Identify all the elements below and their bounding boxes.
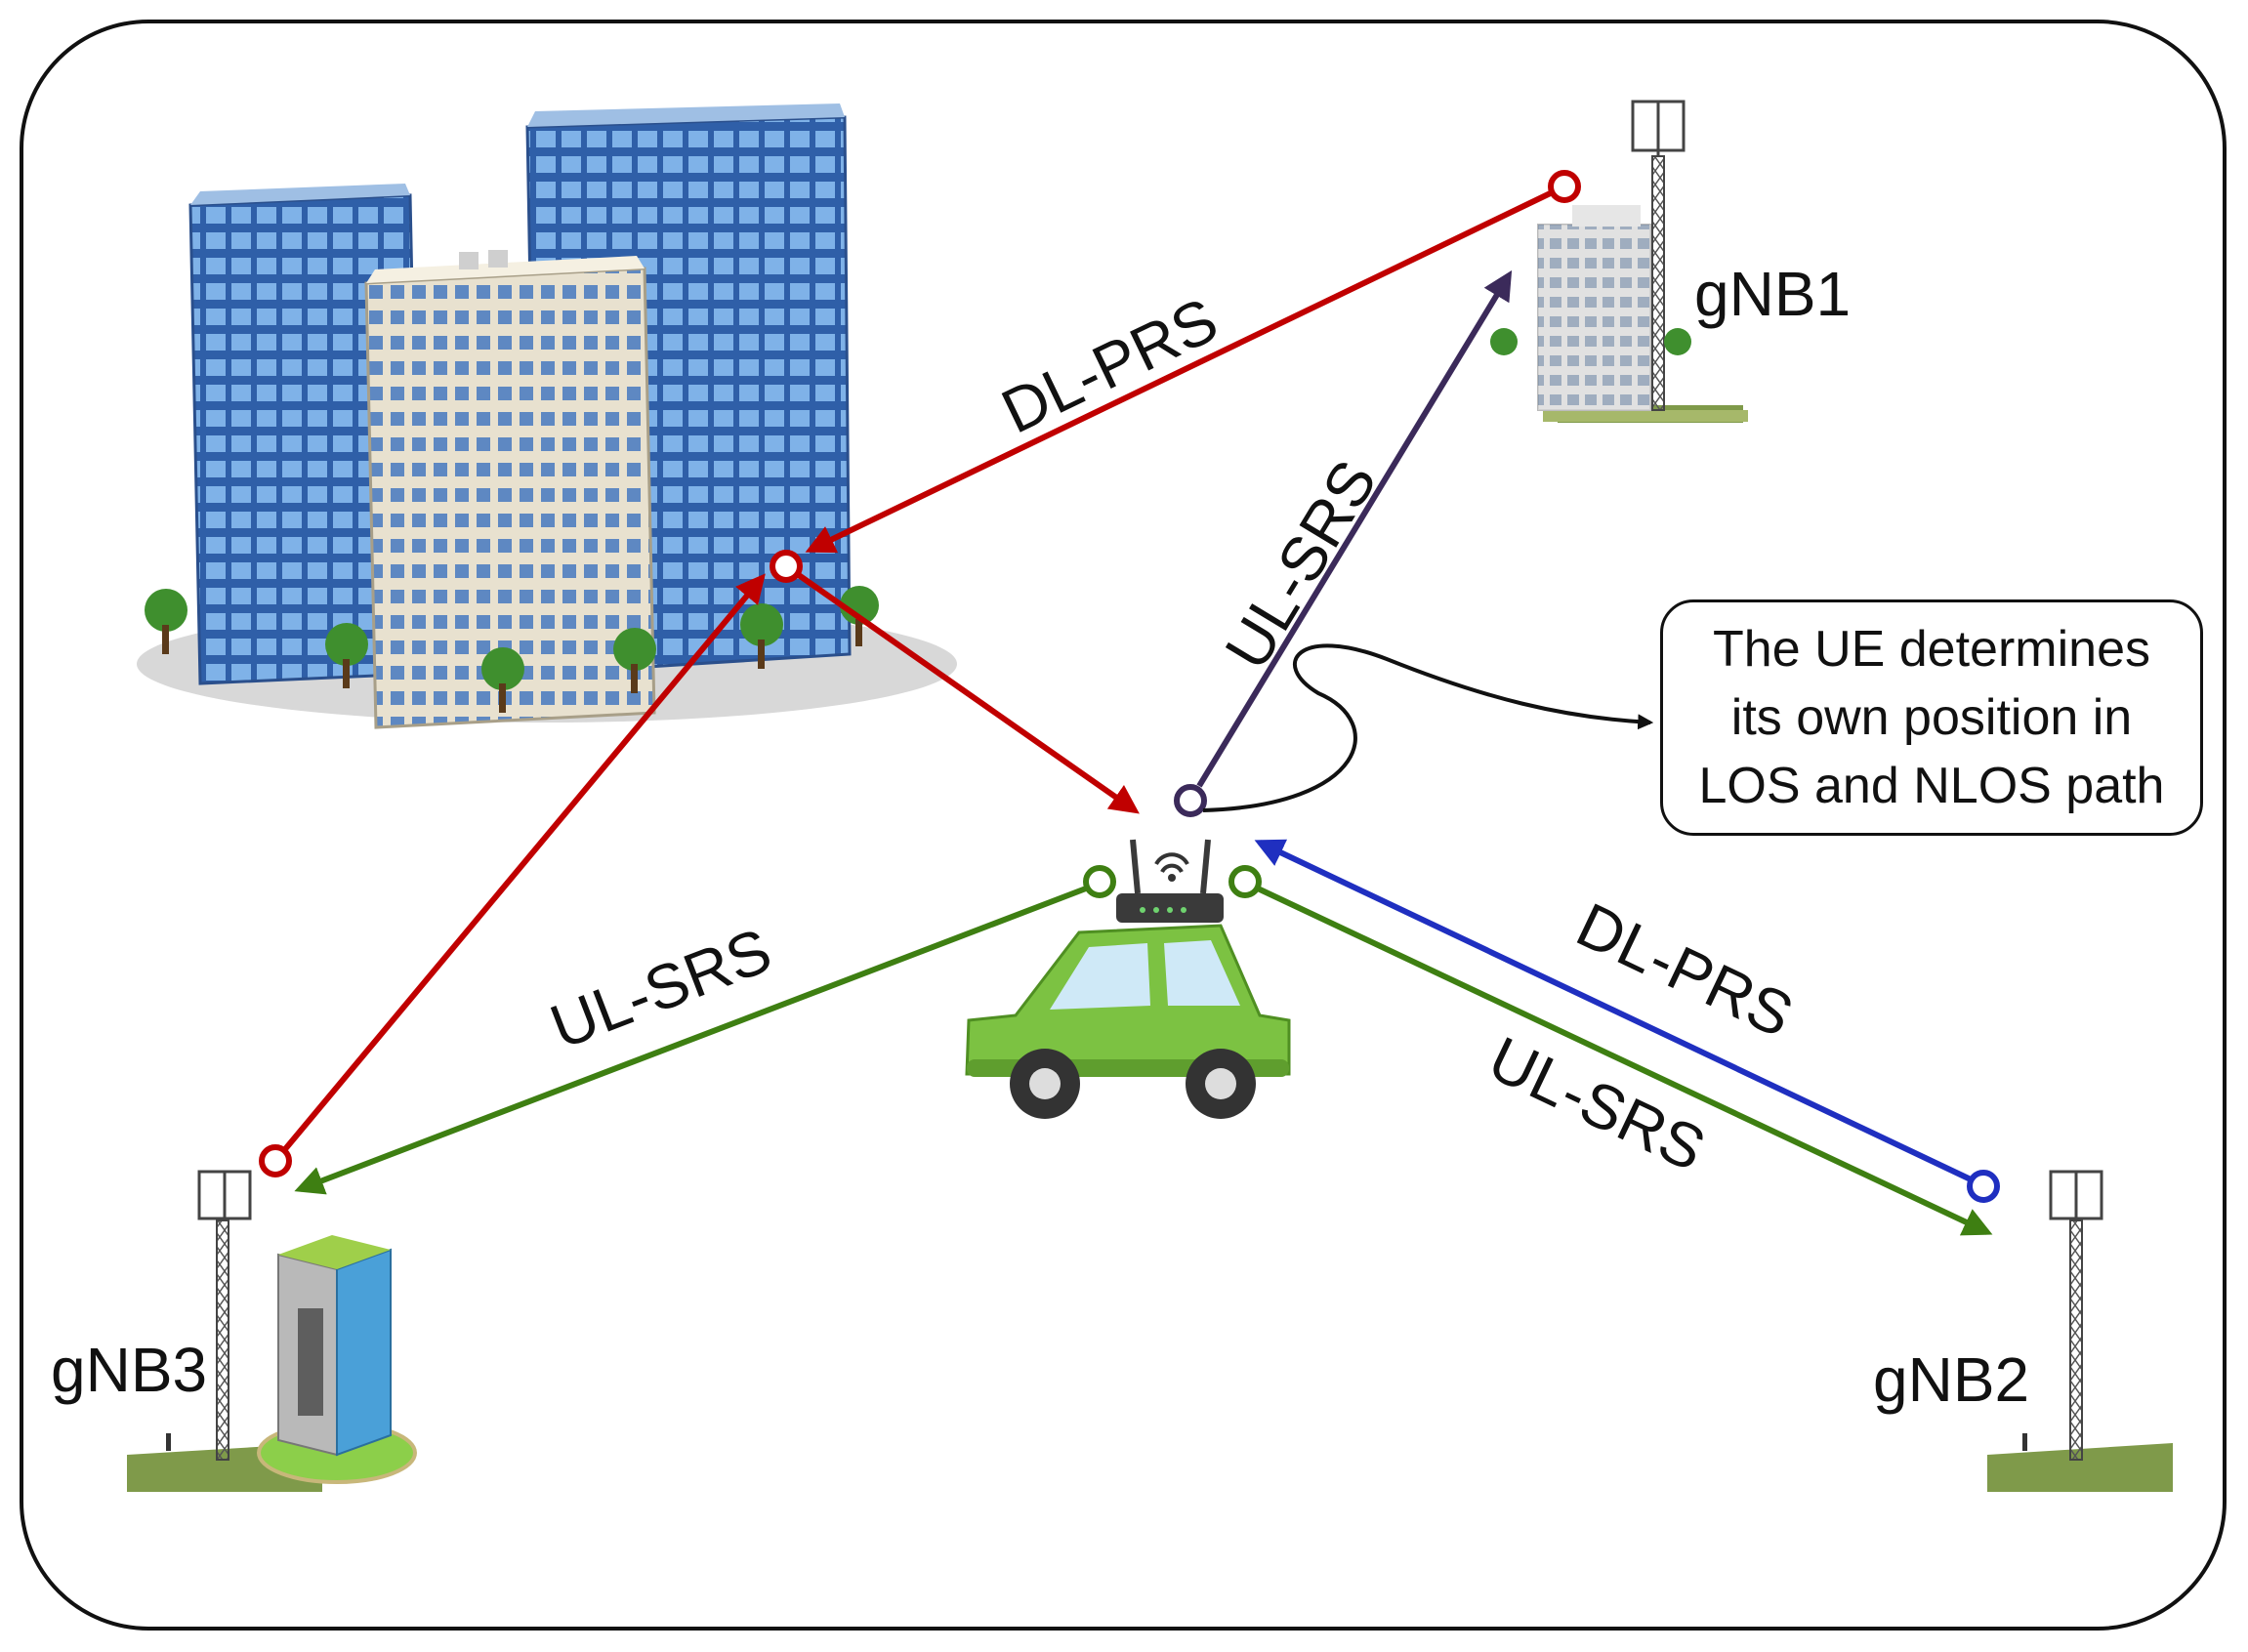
city-buildings-icon	[137, 103, 957, 729]
dl-prs-gnb3-arrow	[272, 573, 766, 1163]
ue-endpoint-purple	[1174, 784, 1207, 817]
gnb2-endpoint	[1967, 1170, 2000, 1203]
dl-prs-gnb2-arrow	[1254, 839, 1973, 1182]
ue-car-icon	[965, 839, 1291, 1119]
note-line-3: LOS and NLOS path	[1698, 758, 2165, 814]
note-line-2: its own position in	[1730, 689, 2133, 746]
ul-srs-gnb2-arrow	[1256, 886, 1993, 1236]
note-pointer-arrow	[1202, 643, 1654, 812]
note-line-1: The UE determines	[1713, 621, 2150, 678]
gnb1-label: gNB1	[1694, 259, 1851, 329]
gnb3-tower-icon	[127, 1170, 417, 1492]
ue-endpoint-green-left	[1083, 865, 1116, 898]
gnb2-tower-icon	[1987, 1170, 2173, 1492]
ue-endpoint-green-right	[1228, 865, 1262, 898]
gnb1-tower-icon	[1490, 100, 1748, 423]
ue-note-box: The UE determines its own position in LO…	[1660, 599, 2203, 836]
dl-prs-gnb1-arrow	[805, 184, 1566, 554]
gnb3-label: gNB3	[51, 1335, 207, 1405]
gnb2-label: gNB2	[1873, 1344, 2029, 1415]
reflection-to-ue-arrow	[784, 563, 1140, 814]
ul-srs-gnb1-arrow	[1196, 269, 1513, 788]
gnb1-endpoint	[1548, 170, 1581, 203]
gnb3-endpoint	[259, 1144, 292, 1177]
reflection-point	[770, 550, 803, 583]
ul-srs-gnb3-arrow	[294, 886, 1088, 1195]
